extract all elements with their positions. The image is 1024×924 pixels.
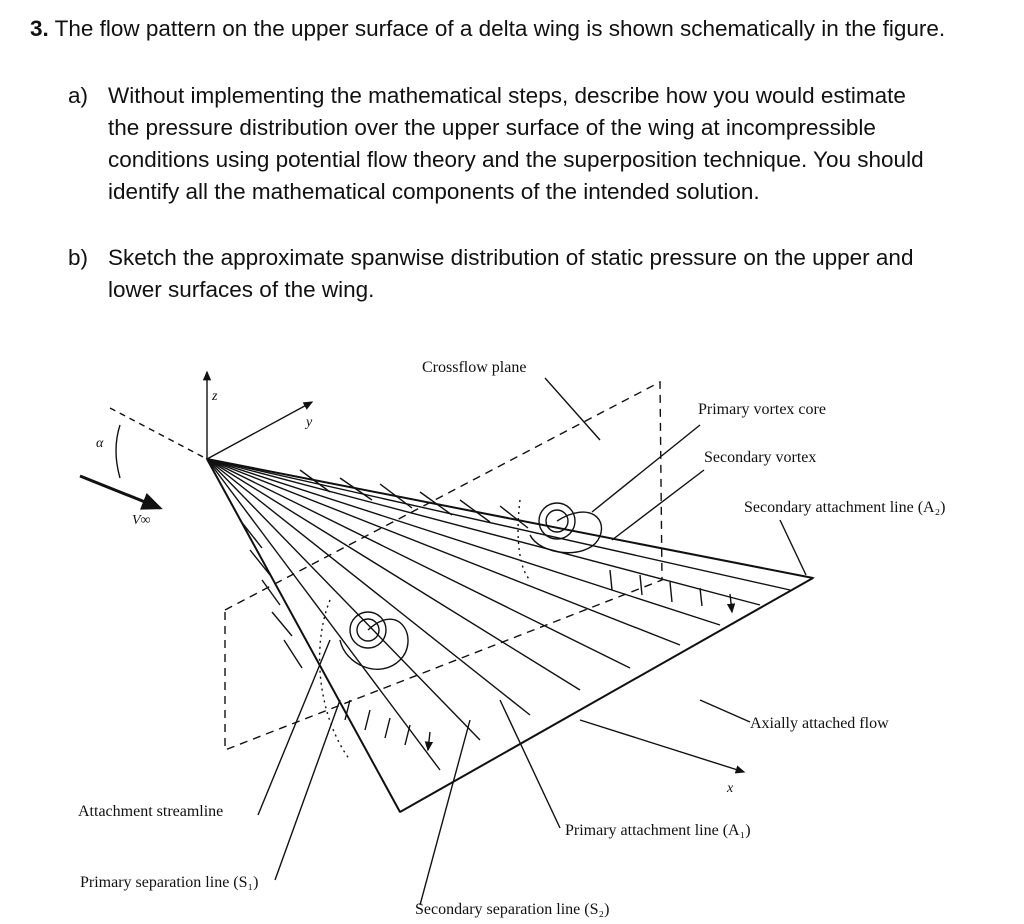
freestream-velocity-label: V∞ (132, 513, 151, 528)
part-b-label: b) (68, 245, 89, 270)
wing-outline (205, 458, 815, 813)
label-secondary-vortex: Secondary vortex (704, 449, 816, 466)
label-primary-vortex-core: Primary vortex core (698, 401, 826, 418)
question-text: The flow pattern on the upper surface of… (54, 16, 946, 41)
y-axis (206, 401, 314, 460)
part-b-text: Sketch the approximate spanwise distribu… (108, 245, 914, 302)
angle-of-attack-label: α (96, 436, 104, 451)
part-a-text: Without implementing the mathematical st… (108, 83, 924, 204)
primary-vortex-upper (529, 502, 603, 554)
question-stem: 3. The flow pattern on the upper surface… (30, 14, 1000, 43)
freestream-arrow (79, 474, 163, 510)
axis-label-z: z (211, 389, 218, 404)
question-number: 3. (30, 16, 49, 41)
label-attachment-streamline: Attachment streamline (78, 803, 223, 820)
part-a-label: a) (68, 83, 89, 108)
crossflow-plane (224, 380, 663, 752)
label-axially-attached-flow: Axially attached flow (750, 715, 889, 732)
label-primary-separation-line: Primary separation line (S₁) (80, 874, 258, 891)
x-axis (579, 719, 746, 774)
label-secondary-separation-line: Secondary separation line (S₂) (415, 901, 609, 918)
label-primary-attachment-line: Primary attachment line (A₁) (565, 822, 751, 839)
label-crossflow-plane: Crossflow plane (422, 359, 526, 376)
primary-vortex-lower (339, 611, 409, 670)
axis-label-x: x (726, 781, 734, 796)
axis-label-y: y (304, 415, 313, 430)
label-secondary-attachment-line: Secondary attachment line (A₂) (744, 499, 946, 516)
